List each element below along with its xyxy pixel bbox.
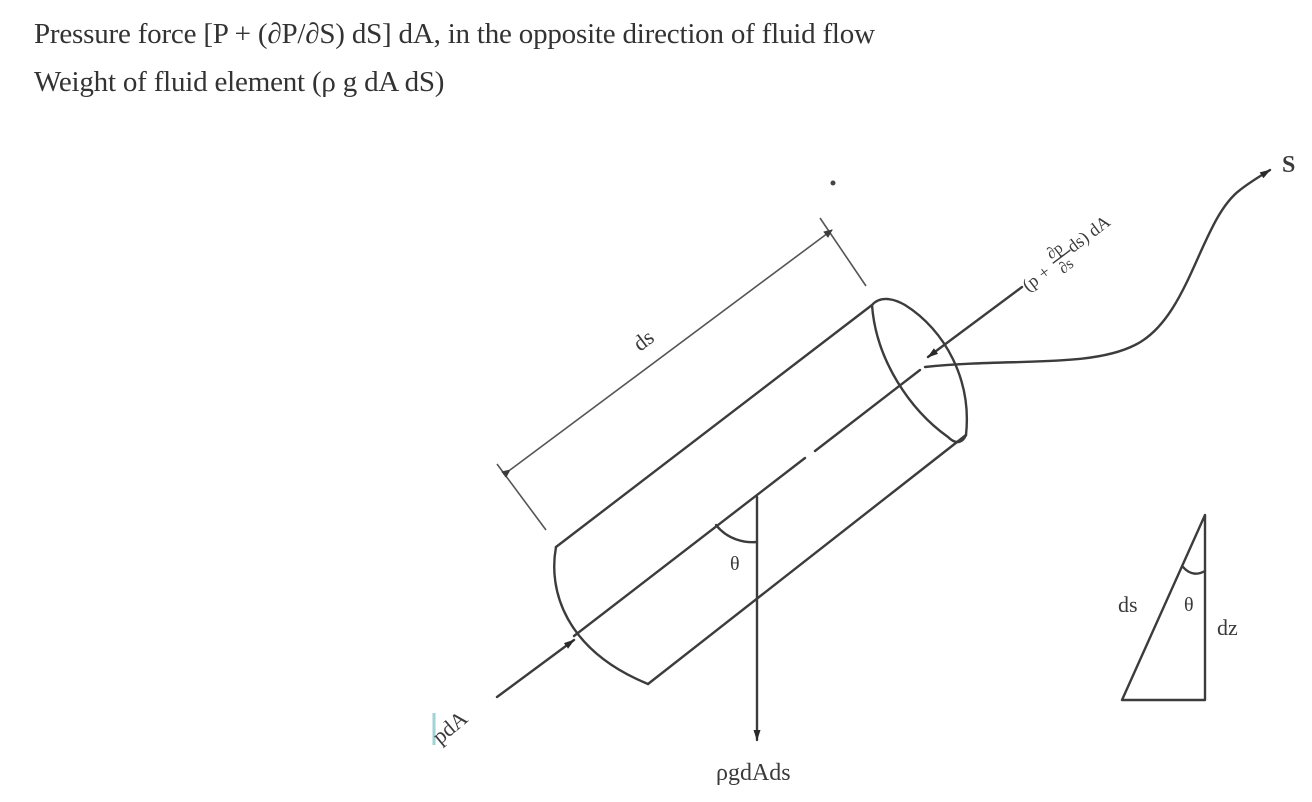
stray-dot: [830, 180, 836, 186]
header-text: Pressure force [P + (∂P/∂S) dS] dA, in t…: [34, 10, 875, 106]
pressure-force-text: Pressure force [P + (∂P/∂S) dS] dA, in t…: [34, 18, 875, 50]
downstream-pressure-suffix: ds) dA: [1063, 211, 1114, 257]
upstream-pressure-force: pdA: [427, 638, 576, 749]
triangle-hypotenuse-label: ds: [1118, 592, 1138, 617]
cylinder-theta-label: θ: [730, 553, 740, 575]
triangle-theta-label: θ: [1184, 594, 1194, 616]
downstream-pressure-force: (p + ∂p ∂s ds) dA: [926, 211, 1114, 359]
downstream-pressure-prefix: (p +: [1018, 261, 1054, 296]
streamline-s: S: [923, 152, 1295, 369]
length-label: ds: [628, 324, 659, 356]
length-dimension: ds: [496, 217, 867, 531]
fluid-cylinder: [553, 297, 969, 686]
weight-text: Weight of fluid element (ρ g dA dS): [34, 66, 445, 98]
weight-label: ρgdAds: [716, 760, 791, 786]
triangle-vertical-label: dz: [1217, 615, 1238, 640]
geometry-triangle: ds θ dz: [1118, 513, 1238, 702]
streamline-label: S: [1282, 152, 1295, 178]
weight-force: θ ρgdAds: [714, 495, 791, 786]
